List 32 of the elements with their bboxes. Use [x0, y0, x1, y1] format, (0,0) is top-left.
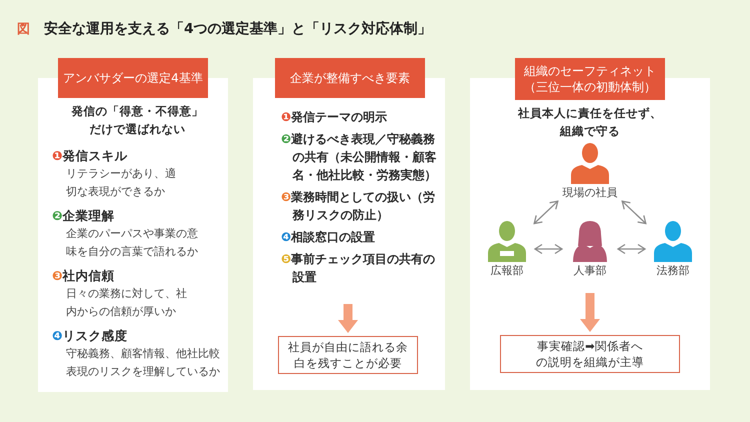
item-heading: ❷避けるべき表現／守秘義務の共有（未公開情報・顧客名・他社比較・労務実態）	[281, 131, 438, 184]
panel-subtitle: 社員本人に責任を任せず、組織で守る	[516, 105, 663, 140]
double-arrow	[534, 244, 563, 254]
item-heading: ❶発信テーマの明示	[281, 109, 388, 126]
panel-subtitle: 発信の「得意・不得意」だけで選ばれない	[70, 103, 204, 138]
item-description: 企業のパーパスや事業の意味を自分の言葉で語れるか	[65, 226, 199, 260]
panel-header: 企業が整備すべき要素	[275, 58, 425, 98]
item-description: 守秘義務、顧客情報、他社比較表現のリスクを理解しているか	[65, 346, 221, 380]
conclusion-box: 社員が自由に語れる余白を残すことが必要	[278, 336, 418, 374]
person-label: 人事部	[574, 264, 606, 278]
item-heading: ❹相談窓口の設置	[281, 229, 376, 246]
panel-header: アンバサダーの選定4基準	[58, 58, 208, 98]
item-heading: ❺事前チェック項目の共有の設置	[281, 251, 436, 286]
item-heading: ❹リスク感度	[52, 327, 129, 345]
item-heading: ❶発信スキル	[52, 147, 129, 165]
figure-mark: 図	[17, 21, 30, 38]
block-arrow	[580, 293, 600, 332]
item-heading: ❸社内信頼	[52, 267, 116, 285]
item-description: 日々の業務に対して、社内からの信頼が厚いか	[65, 286, 188, 320]
conclusion-box: 事実確認➡関係者への説明を組織が主導	[500, 335, 680, 373]
item-description: リテラシーがあり、適切な表現ができるか	[65, 166, 177, 200]
double-arrow	[617, 244, 646, 254]
double-arrow	[534, 200, 558, 224]
panel-header: 組織のセーフティネット（三位一体の初動体制）	[515, 58, 665, 100]
person-label: 広報部	[490, 264, 524, 278]
item-heading: ❷企業理解	[52, 207, 116, 225]
item-heading: ❸業務時間としての扱い（労務リスクの防止）	[281, 189, 436, 224]
figure-title: 安全な運用を支える「4つの選定基準」と「リスク対応体制」	[44, 20, 432, 38]
block-arrow	[338, 304, 358, 333]
double-arrow	[622, 200, 646, 224]
person-label: 法務部	[656, 264, 690, 278]
person-label: 現場の社員	[562, 186, 618, 200]
